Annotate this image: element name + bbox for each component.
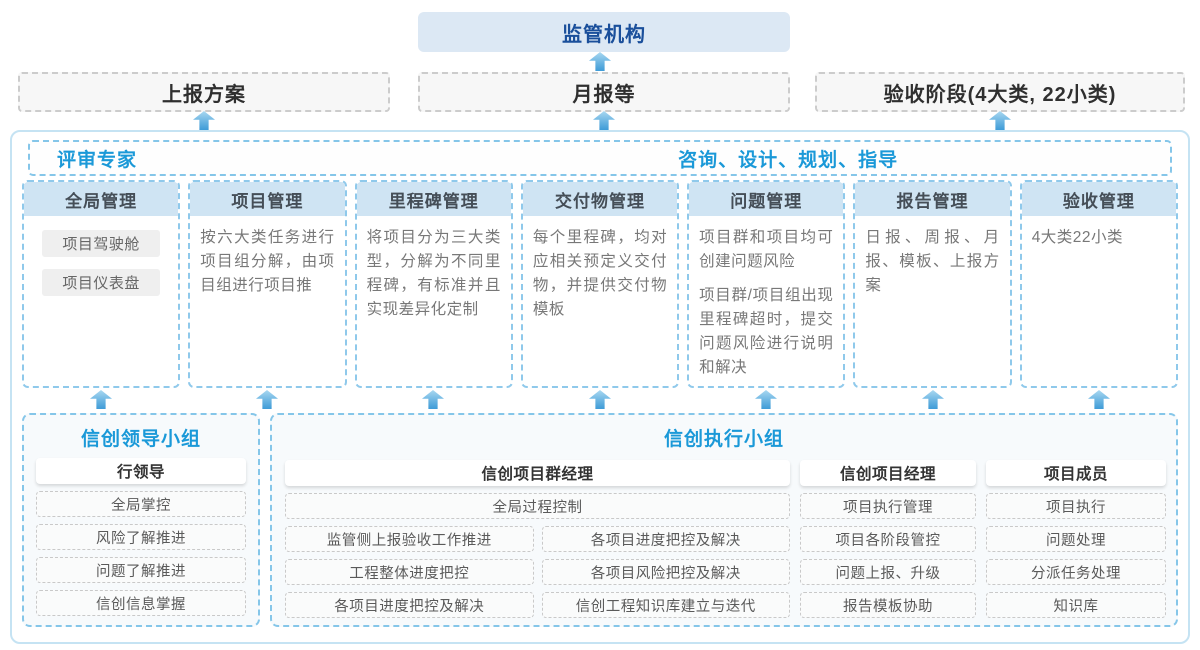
member-task-1: 项目执行 [986,493,1166,519]
column-acceptance-management: 验收管理 4大类22小类 [1019,180,1178,388]
pm-task-3: 问题上报、升级 [800,559,976,585]
report-box-acceptance-label: 验收阶段(4大类, 22小类) [883,83,1117,106]
report-box-monthly: 月报等 [418,72,790,112]
report-box-plan: 上报方案 [18,72,390,112]
global-item-cockpit: 项目驾驶舱 [42,230,161,257]
column-issue-management: 问题管理 项目群和项目均可创建问题风险 项目群/项目组出现里程碑超时，提交问题风… [687,180,846,388]
exec-member-column: 项目成员 项目执行 问题处理 分派任务处理 知识库 [986,460,1166,625]
global-item-dashboard: 项目仪表盘 [42,269,161,296]
pm-task-2: 项目各阶段管控 [800,526,976,552]
pm-group-full-task: 全局过程控制 [285,493,790,519]
experts-label: 评审专家 [57,149,138,171]
column-deliverable-management-title: 交付物管理 [522,182,678,216]
acceptance-management-desc: 4大类22小类 [1031,229,1124,246]
column-milestone-management-title: 里程碑管理 [356,182,511,216]
pm-group-right-task-2: 各项目风险把控及解决 [541,559,790,585]
column-acceptance-management-title: 验收管理 [1021,182,1176,216]
leader-task-4: 信创信息掌握 [36,590,246,616]
member-task-3: 分派任务处理 [986,559,1166,585]
column-global-management: 全局管理 项目驾驶舱 项目仪表盘 [22,180,181,388]
pm-group-left-task-1: 监管侧上报验收工作推进 [285,526,534,552]
pm-group-right-task-3: 信创工程知识库建立与迭代 [541,592,790,618]
pm-group-left-tasks: 监管侧上报验收工作推进 工程整体进度把控 各项目进度把控及解决 [285,526,534,618]
exec-group: 信创执行小组 信创项目群经理 全局过程控制 监管侧上报验收工作推进 工程整体进度… [270,413,1178,627]
report-box-monthly-label: 月报等 [572,83,636,106]
pm-group-right-task-1: 各项目进度把控及解决 [541,526,790,552]
exec-group-title: 信创执行小组 [663,429,784,450]
up-arrow-to-regulator [589,52,611,71]
regulator-box: 监管机构 [418,12,790,52]
column-report-management-title: 报告管理 [855,182,1010,216]
column-report-management: 报告管理 日报、周报、月报、模板、上报方案 [853,180,1012,388]
report-box-plan-label: 上报方案 [162,83,246,106]
issue-management-desc-1: 项目群和项目均可创建问题风险 [699,229,834,271]
pm-task-4: 报告模板协助 [800,592,976,618]
exec-pm-column: 信创项目经理 项目执行管理 项目各阶段管控 问题上报、升级 报告模板协助 [800,460,976,625]
leader-task-3: 问题了解推进 [36,557,246,583]
pm-task-1: 项目执行管理 [800,493,976,519]
column-issue-management-title: 问题管理 [689,182,844,216]
report-management-desc: 日报、周报、月报、模板、上报方案 [865,229,1000,295]
column-milestone-management: 里程碑管理 将项目分为三大类型，分解为不同里程碑，有标准并且实现差异化定制 [354,180,513,388]
report-box-acceptance: 验收阶段(4大类, 22小类) [815,72,1185,112]
column-global-management-title: 全局管理 [24,182,179,216]
leader-task-2: 风险了解推进 [36,524,246,550]
pm-group-right-tasks: 各项目进度把控及解决 各项目风险把控及解决 信创工程知识库建立与迭代 [541,526,790,618]
milestone-management-desc: 将项目分为三大类型，分解为不同里程碑，有标准并且实现差异化定制 [366,229,501,319]
management-columns-row: 全局管理 项目驾驶舱 项目仪表盘 项目管理 按六大类任务进行项目组分解，由项目组… [22,180,1178,388]
leader-group-title: 信创领导小组 [80,429,201,450]
up-arrow-to-plan [193,111,215,130]
pm-group-role-box: 信创项目群经理 [285,460,790,486]
leader-role-box: 行领导 [36,458,246,484]
experts-strip: 评审专家 咨询、设计、规划、指导 [28,140,1172,176]
member-task-4: 知识库 [986,592,1166,618]
column-deliverable-management: 交付物管理 每个里程碑，均对应相关预定义交付物，并提供交付物模板 [520,180,680,388]
guidance-label: 咨询、设计、规划、指导 [678,149,899,171]
up-arrow-to-monthly [593,111,615,130]
column-project-management-title: 项目管理 [190,182,345,216]
issue-management-desc-2: 项目群/项目组出现里程碑超时，提交问题风险进行说明和解决 [699,287,834,377]
up-arrow-to-acceptance [989,111,1011,130]
pm-group-left-task-3: 各项目进度把控及解决 [285,592,534,618]
pm-group-left-task-2: 工程整体进度把控 [285,559,534,585]
pm-role-box: 信创项目经理 [800,460,976,486]
exec-pm-group-column: 信创项目群经理 全局过程控制 监管侧上报验收工作推进 工程整体进度把控 各项目进… [285,460,790,625]
leader-task-1: 全局掌控 [36,491,246,517]
column-project-management: 项目管理 按六大类任务进行项目组分解，由项目组进行项目推 [188,180,347,388]
deliverable-management-desc: 每个里程碑，均对应相关预定义交付物，并提供交付物模板 [532,229,668,319]
member-task-2: 问题处理 [986,526,1166,552]
regulator-label: 监管机构 [562,23,646,46]
member-role-box: 项目成员 [986,460,1166,486]
project-management-desc: 按六大类任务进行项目组分解，由项目组进行项目推 [200,229,335,295]
leader-group: 信创领导小组 行领导 全局掌控 风险了解推进 问题了解推进 信创信息掌握 [22,413,260,627]
